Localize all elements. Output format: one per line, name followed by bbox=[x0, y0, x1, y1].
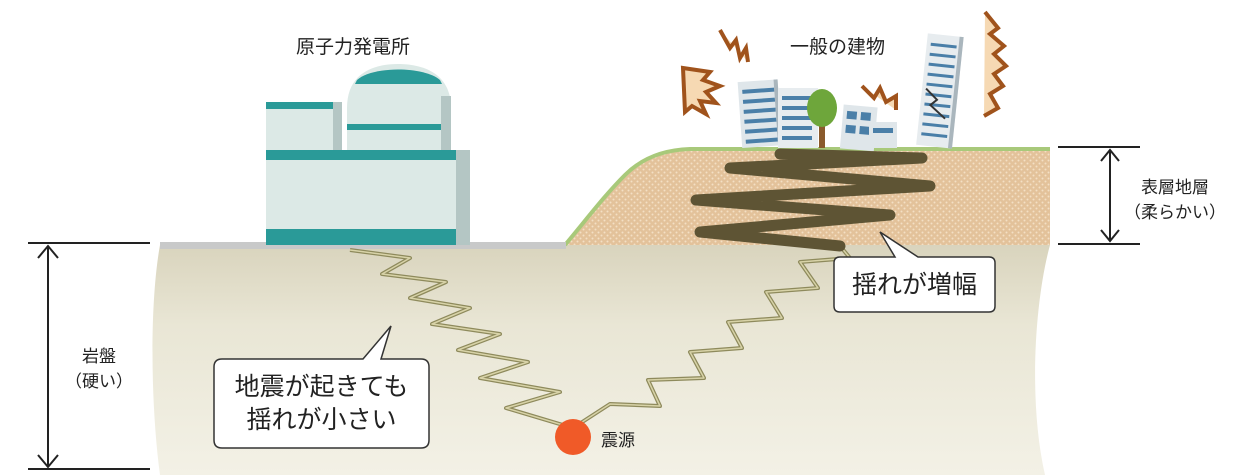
surface-layer-title: 表層地層 bbox=[1141, 178, 1209, 198]
general-building-label: 一般の建物 bbox=[790, 36, 886, 58]
surface-layer-arrow bbox=[1058, 146, 1140, 245]
bedrock-arrow bbox=[28, 242, 150, 470]
epicenter-dot bbox=[555, 419, 591, 455]
plant-ground-strip bbox=[160, 242, 566, 249]
callout-right-bubble bbox=[833, 231, 996, 313]
surface-layer-note: （柔らかい） bbox=[1124, 203, 1226, 223]
city-buildings-icon bbox=[737, 33, 964, 152]
bedrock-label: 岩盤 （硬い） bbox=[56, 345, 142, 395]
grass-line bbox=[563, 147, 1050, 247]
callout-left-bubble bbox=[213, 325, 430, 449]
shake-mark-icon bbox=[680, 10, 1010, 119]
bedrock-note: （硬い） bbox=[65, 372, 133, 392]
surface-layer-label: 表層地層 （柔らかい） bbox=[1120, 176, 1230, 226]
nuclear-plant-label: 原子力発電所 bbox=[296, 36, 411, 58]
epicenter-label: 震源 bbox=[601, 431, 635, 451]
callout-left-text: 地震が起きても 揺れが小さい bbox=[214, 370, 429, 436]
callout-right-text: 揺れが増幅 bbox=[851, 270, 977, 299]
amplified-wave bbox=[690, 148, 936, 252]
nuclear-plant-icon bbox=[266, 64, 470, 245]
bedrock-title: 岩盤 bbox=[82, 347, 116, 367]
callout-left-line2: 揺れが小さい bbox=[246, 405, 397, 434]
callout-left-line1: 地震が起きても bbox=[234, 372, 409, 401]
